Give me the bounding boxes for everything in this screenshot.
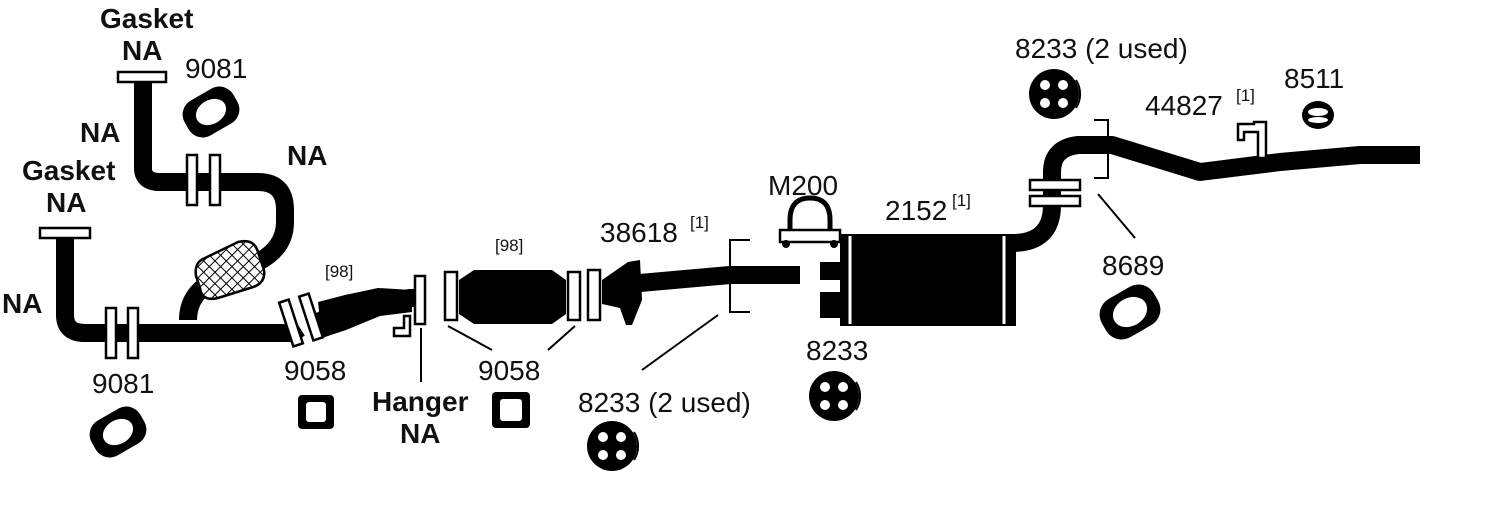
part-8511-label: 8511 bbox=[1284, 63, 1344, 94]
pipe-clamp-left bbox=[729, 239, 750, 313]
part-44827-sup: [1] bbox=[1236, 86, 1255, 105]
part-m200-label: M200 bbox=[768, 170, 838, 201]
flex-pipe bbox=[194, 239, 266, 301]
insulator-8233-bottom-icon bbox=[587, 421, 640, 471]
insulator-8233-mid-icon bbox=[809, 371, 862, 421]
gasket-top-na-label: NA bbox=[122, 35, 162, 66]
gasket-9058-left-icon bbox=[298, 395, 334, 429]
pipe-clamp-rear bbox=[1094, 119, 1109, 179]
catalytic-converter bbox=[443, 268, 602, 324]
part-9081-top-label: 9081 bbox=[185, 53, 247, 84]
leader-8233-bottom bbox=[641, 314, 719, 371]
top-flange-gasket bbox=[116, 70, 168, 84]
gasket-9058-mid-icon bbox=[492, 392, 530, 428]
leader-8689 bbox=[1097, 193, 1136, 239]
na-upper-left-label: NA bbox=[80, 117, 120, 148]
ref-98-cat-label: [98] bbox=[495, 236, 523, 255]
tailpipe bbox=[1011, 136, 1420, 252]
ref-98-left-label: [98] bbox=[325, 262, 353, 281]
gasket-9081-bottom-icon bbox=[89, 406, 147, 458]
insulator-8233-top-icon bbox=[1029, 69, 1082, 119]
part-8689-label: 8689 bbox=[1102, 250, 1164, 281]
gasket-8689-icon bbox=[1099, 284, 1161, 340]
part-8233-top-label: 8233 (2 used) bbox=[1015, 33, 1188, 64]
gasket-left-na-label: NA bbox=[46, 187, 86, 218]
grommet-8511-icon bbox=[1302, 101, 1334, 129]
leader-9058-left bbox=[447, 325, 493, 351]
leader-9058-right bbox=[547, 325, 576, 351]
na-upper-right-label: NA bbox=[287, 140, 327, 171]
muffler bbox=[820, 234, 1016, 326]
part-2152-sup: [1] bbox=[952, 191, 971, 210]
part-38618-label: 38618 bbox=[600, 217, 678, 248]
front-pipe-flange-pair bbox=[277, 292, 325, 348]
part-2152-label: 2152 bbox=[885, 195, 947, 226]
part-38618-sup: [1] bbox=[690, 213, 709, 232]
left-flange-gasket bbox=[38, 226, 92, 240]
part-9058-left-label: 9058 bbox=[284, 355, 346, 386]
part-8233-bottom-label: 8233 (2 used) bbox=[578, 387, 751, 418]
part-9081-bottom-label: 9081 bbox=[92, 368, 154, 399]
part-8233-mid-label: 8233 bbox=[806, 335, 868, 366]
upper-flange-pair bbox=[185, 153, 222, 207]
cat-outlet-cone bbox=[602, 260, 642, 325]
hanger-label: Hanger bbox=[372, 386, 469, 417]
part-9058-mid-label: 9058 bbox=[478, 355, 540, 386]
rear-hanger-icon bbox=[1236, 120, 1268, 160]
rear-flange-pair bbox=[1028, 178, 1082, 208]
u-bolt-clamp-icon bbox=[778, 195, 842, 248]
gasket-top-label: Gasket bbox=[100, 3, 193, 34]
lower-manifold-pipe bbox=[56, 236, 305, 342]
gasket-left-label: Gasket bbox=[22, 155, 115, 186]
lower-flange-pair bbox=[104, 306, 140, 360]
na-left-label: NA bbox=[2, 288, 42, 319]
hanger-na-label: NA bbox=[400, 418, 440, 449]
front-cat-taper bbox=[318, 288, 412, 338]
part-44827-label: 44827 bbox=[1145, 90, 1223, 121]
gasket-9081-top-icon bbox=[182, 86, 240, 138]
intermediate-pipe bbox=[639, 266, 800, 292]
hanger-bracket bbox=[392, 274, 427, 338]
